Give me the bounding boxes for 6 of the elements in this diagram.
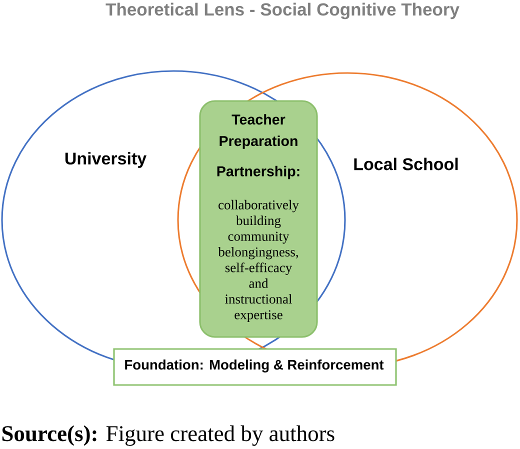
title: Theoretical Lens - Social Cognitive Theory <box>106 2 460 20</box>
circle-label: University <box>65 152 146 168</box>
caption: Source(s): Figure created by authors <box>2 425 334 446</box>
rounded-box: Teacher Preparation Partnership: collaboratively building community belongingness, self-efficacy and instructional expertise <box>199 100 318 338</box>
circle-label: Local School <box>354 158 458 170</box>
label-box: Foundation: Modeling & Reinforcement <box>113 348 397 386</box>
